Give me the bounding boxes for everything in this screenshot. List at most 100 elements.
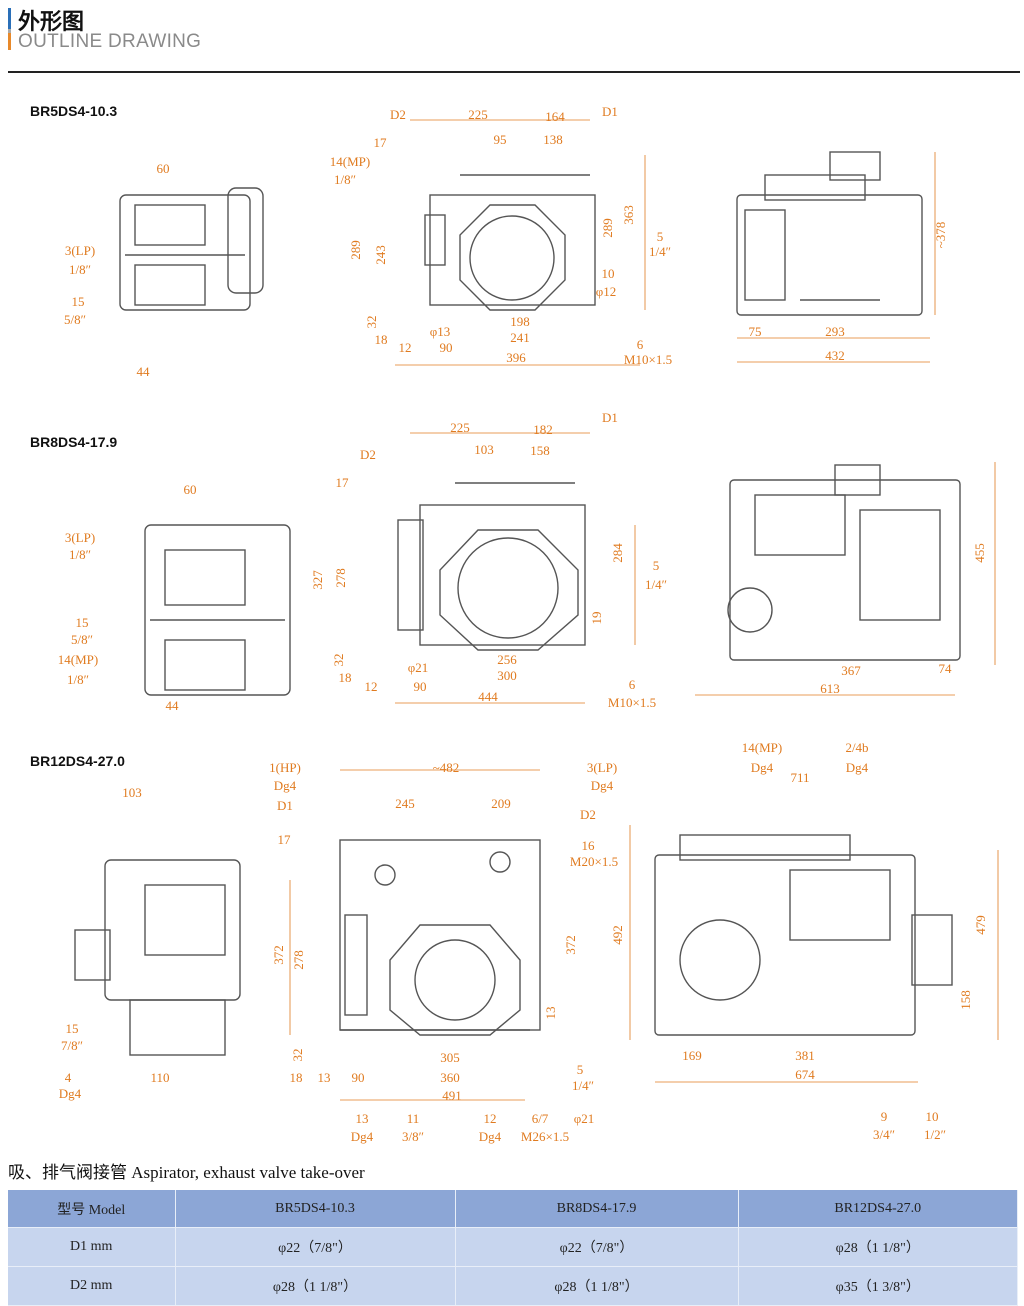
dimension-label: ~482 <box>433 760 460 775</box>
dimension-label: 32 <box>290 1049 305 1062</box>
dimension-label: 18 <box>290 1070 303 1085</box>
dimension-label: 1/8″ <box>69 547 91 562</box>
dimension-label: 74 <box>939 661 953 676</box>
dimension-label: 225 <box>468 107 488 122</box>
dimension-label: 363 <box>621 205 636 225</box>
dimension-label: 19 <box>589 612 604 625</box>
table-cell: D1 mm <box>8 1227 176 1267</box>
dimension-label: 293 <box>825 324 845 339</box>
table-cell: D2 mm <box>8 1266 176 1306</box>
dimension-label: 289 <box>348 240 363 260</box>
br8-front-view <box>397 482 586 651</box>
dimension-label: φ13 <box>430 324 451 339</box>
dimension-label: 327 <box>310 570 325 590</box>
dimension-label: 711 <box>790 770 809 785</box>
dimension-label: φ12 <box>596 284 617 299</box>
dimension-label: 3/4″ <box>873 1127 895 1142</box>
br12-right-view <box>654 834 953 1036</box>
header-cell: BR5DS4-10.3 <box>175 1190 456 1228</box>
br8-right-view <box>727 464 961 661</box>
table-row: D2 mm φ28（1 1/8"） φ28（1 1/8"） φ35（1 3/8"… <box>8 1266 1018 1306</box>
dimension-label: 17 <box>278 832 292 847</box>
dimension-label: D2 <box>360 447 376 462</box>
dimension-label: D1 <box>602 104 618 119</box>
br12-side-view <box>74 859 241 1056</box>
table-cell: φ28（1 1/8"） <box>175 1266 456 1306</box>
page-title-en: OUTLINE DRAWING <box>18 31 202 52</box>
dimension-label: 14(MP) <box>330 154 370 169</box>
dimension-label: 1/4″ <box>645 577 667 592</box>
dimension-label: 455 <box>972 543 987 563</box>
dimension-label: D1 <box>277 798 293 813</box>
dimension-label: φ21 <box>574 1111 595 1126</box>
dimension-label: 360 <box>440 1070 460 1085</box>
dimension-label: 90 <box>352 1070 365 1085</box>
dimension-label: M10×1.5 <box>608 695 656 710</box>
dimension-label: 95 <box>494 132 507 147</box>
dimension-label: 444 <box>478 689 498 704</box>
header-cell: 型号 Model <box>8 1190 176 1228</box>
dimension-label: 278 <box>333 568 348 588</box>
dimension-label: 14(MP) <box>58 652 98 667</box>
table-cell: φ22（7/8"） <box>175 1227 456 1267</box>
dimension-label: 256 <box>497 652 517 667</box>
dimension-label: 14(MP) <box>742 740 782 755</box>
dimension-label: 110 <box>150 1070 169 1085</box>
dimension-label: 372 <box>271 945 286 965</box>
dimension-label: 158 <box>530 443 550 458</box>
header-accent-bar <box>8 8 11 50</box>
dimension-label: 396 <box>506 350 526 365</box>
dimension-label: 169 <box>682 1048 702 1063</box>
dimension-label: 164 <box>545 109 565 124</box>
header-divider <box>8 71 1020 73</box>
dimension-label: 90 <box>440 340 453 355</box>
dimension-label: 103 <box>474 442 494 457</box>
dimension-label: 241 <box>510 330 530 345</box>
dimension-label: 1/4″ <box>649 244 671 259</box>
dimension-label: 16 <box>582 838 596 853</box>
dimension-label: 138 <box>543 132 563 147</box>
dimension-label: 305 <box>440 1050 460 1065</box>
dimension-label: Dg4 <box>846 760 869 775</box>
dimension-label: 60 <box>184 482 197 497</box>
dimension-label: 1/4″ <box>572 1078 594 1093</box>
dimension-label: M26×1.5 <box>521 1129 569 1144</box>
dimension-label: 17 <box>336 475 350 490</box>
dimension-label: 1/8″ <box>67 672 89 687</box>
dimension-label: 18 <box>375 332 388 347</box>
dimension-label: 13 <box>543 1007 558 1020</box>
dimension-label: 5 <box>577 1062 584 1077</box>
dimension-label: 60 <box>157 161 170 176</box>
dimension-label: 1/2″ <box>924 1127 946 1142</box>
valve-connection-table: 型号 Model BR5DS4-10.3 BR8DS4-17.9 BR12DS4… <box>8 1190 1018 1306</box>
dimension-label: Dg4 <box>751 760 774 775</box>
dimension-label: 7/8″ <box>61 1038 83 1053</box>
dimension-label: 6 <box>637 337 644 352</box>
dimension-label: 432 <box>825 348 845 363</box>
dimension-label: 4 <box>65 1070 72 1085</box>
table-cell: φ22（7/8"） <box>455 1227 739 1267</box>
dimension-label: 225 <box>450 420 470 435</box>
dimension-label: 289 <box>600 218 615 238</box>
dimension-label: 5/8″ <box>64 312 86 327</box>
dimension-label: 158 <box>958 990 973 1010</box>
dimension-label: 15 <box>76 615 89 630</box>
dimension-label: 381 <box>795 1048 815 1063</box>
dimension-label: 5 <box>657 229 664 244</box>
dimension-label: Dg4 <box>59 1086 82 1101</box>
dimension-label: 243 <box>373 245 388 265</box>
dimension-label: 10 <box>602 266 615 281</box>
dimension-label: 18 <box>339 670 352 685</box>
dimension-label: 3(LP) <box>587 760 617 775</box>
dimension-label: Dg4 <box>591 778 614 793</box>
dimension-label: 479 <box>973 915 988 935</box>
dimension-label: 3(LP) <box>65 243 95 258</box>
header-cell: BR12DS4-27.0 <box>738 1190 1018 1228</box>
br5-front-view <box>424 174 596 311</box>
dimension-label: 5 <box>653 558 660 573</box>
dimension-label: 11 <box>407 1111 420 1126</box>
dimension-label: 15 <box>72 294 85 309</box>
dimension-label: 674 <box>795 1067 815 1082</box>
dimension-label: 44 <box>166 698 180 713</box>
